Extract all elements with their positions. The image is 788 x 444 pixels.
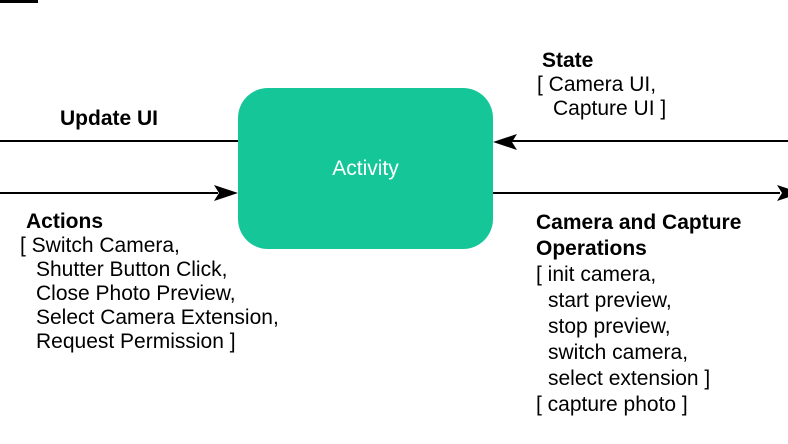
operations-line-5: select extension ] <box>548 367 711 390</box>
operations-label-block: Camera and Capture Operations [ init cam… <box>536 210 741 418</box>
operations-line <box>493 192 780 194</box>
state-line <box>510 140 788 142</box>
top-left-line-fragment <box>0 0 38 3</box>
operations-line-6: [ capture photo ] <box>536 393 688 416</box>
state-line-2: Capture UI ] <box>553 97 667 120</box>
operations-line-3: stop preview, <box>548 315 671 338</box>
actions-line-2: Shutter Button Click, <box>36 258 228 281</box>
actions-label-block: Actions [ Switch Camera, Shutter Button … <box>20 210 279 354</box>
actions-line-3: Close Photo Preview, <box>36 282 236 305</box>
actions-line-4: Select Camera Extension, <box>36 306 279 329</box>
update-ui-line <box>0 140 238 142</box>
operations-heading-2: Operations <box>536 237 647 260</box>
activity-node: Activity <box>238 88 493 249</box>
actions-line-1: [ Switch Camera, <box>20 234 180 257</box>
activity-node-label: Activity <box>332 156 399 180</box>
arrowhead-right-clipped-icon <box>777 185 788 201</box>
actions-heading: Actions <box>26 210 104 233</box>
operations-heading-1: Camera and Capture <box>536 211 742 234</box>
actions-line-5: Request Permission ] <box>36 330 236 353</box>
operations-line-1: [ init camera, <box>536 263 657 286</box>
state-label-block: State [ Camera UI, Capture UI ] <box>537 49 666 121</box>
update-ui-label: Update UI <box>60 107 159 130</box>
arrowhead-left-icon <box>493 134 517 150</box>
state-line-1: [ Camera UI, <box>537 73 657 96</box>
operations-line-4: switch camera, <box>548 341 689 364</box>
arrowhead-right-icon <box>214 185 238 201</box>
actions-line <box>0 192 218 194</box>
state-heading: State <box>542 49 594 72</box>
operations-line-2: start preview, <box>548 289 672 312</box>
